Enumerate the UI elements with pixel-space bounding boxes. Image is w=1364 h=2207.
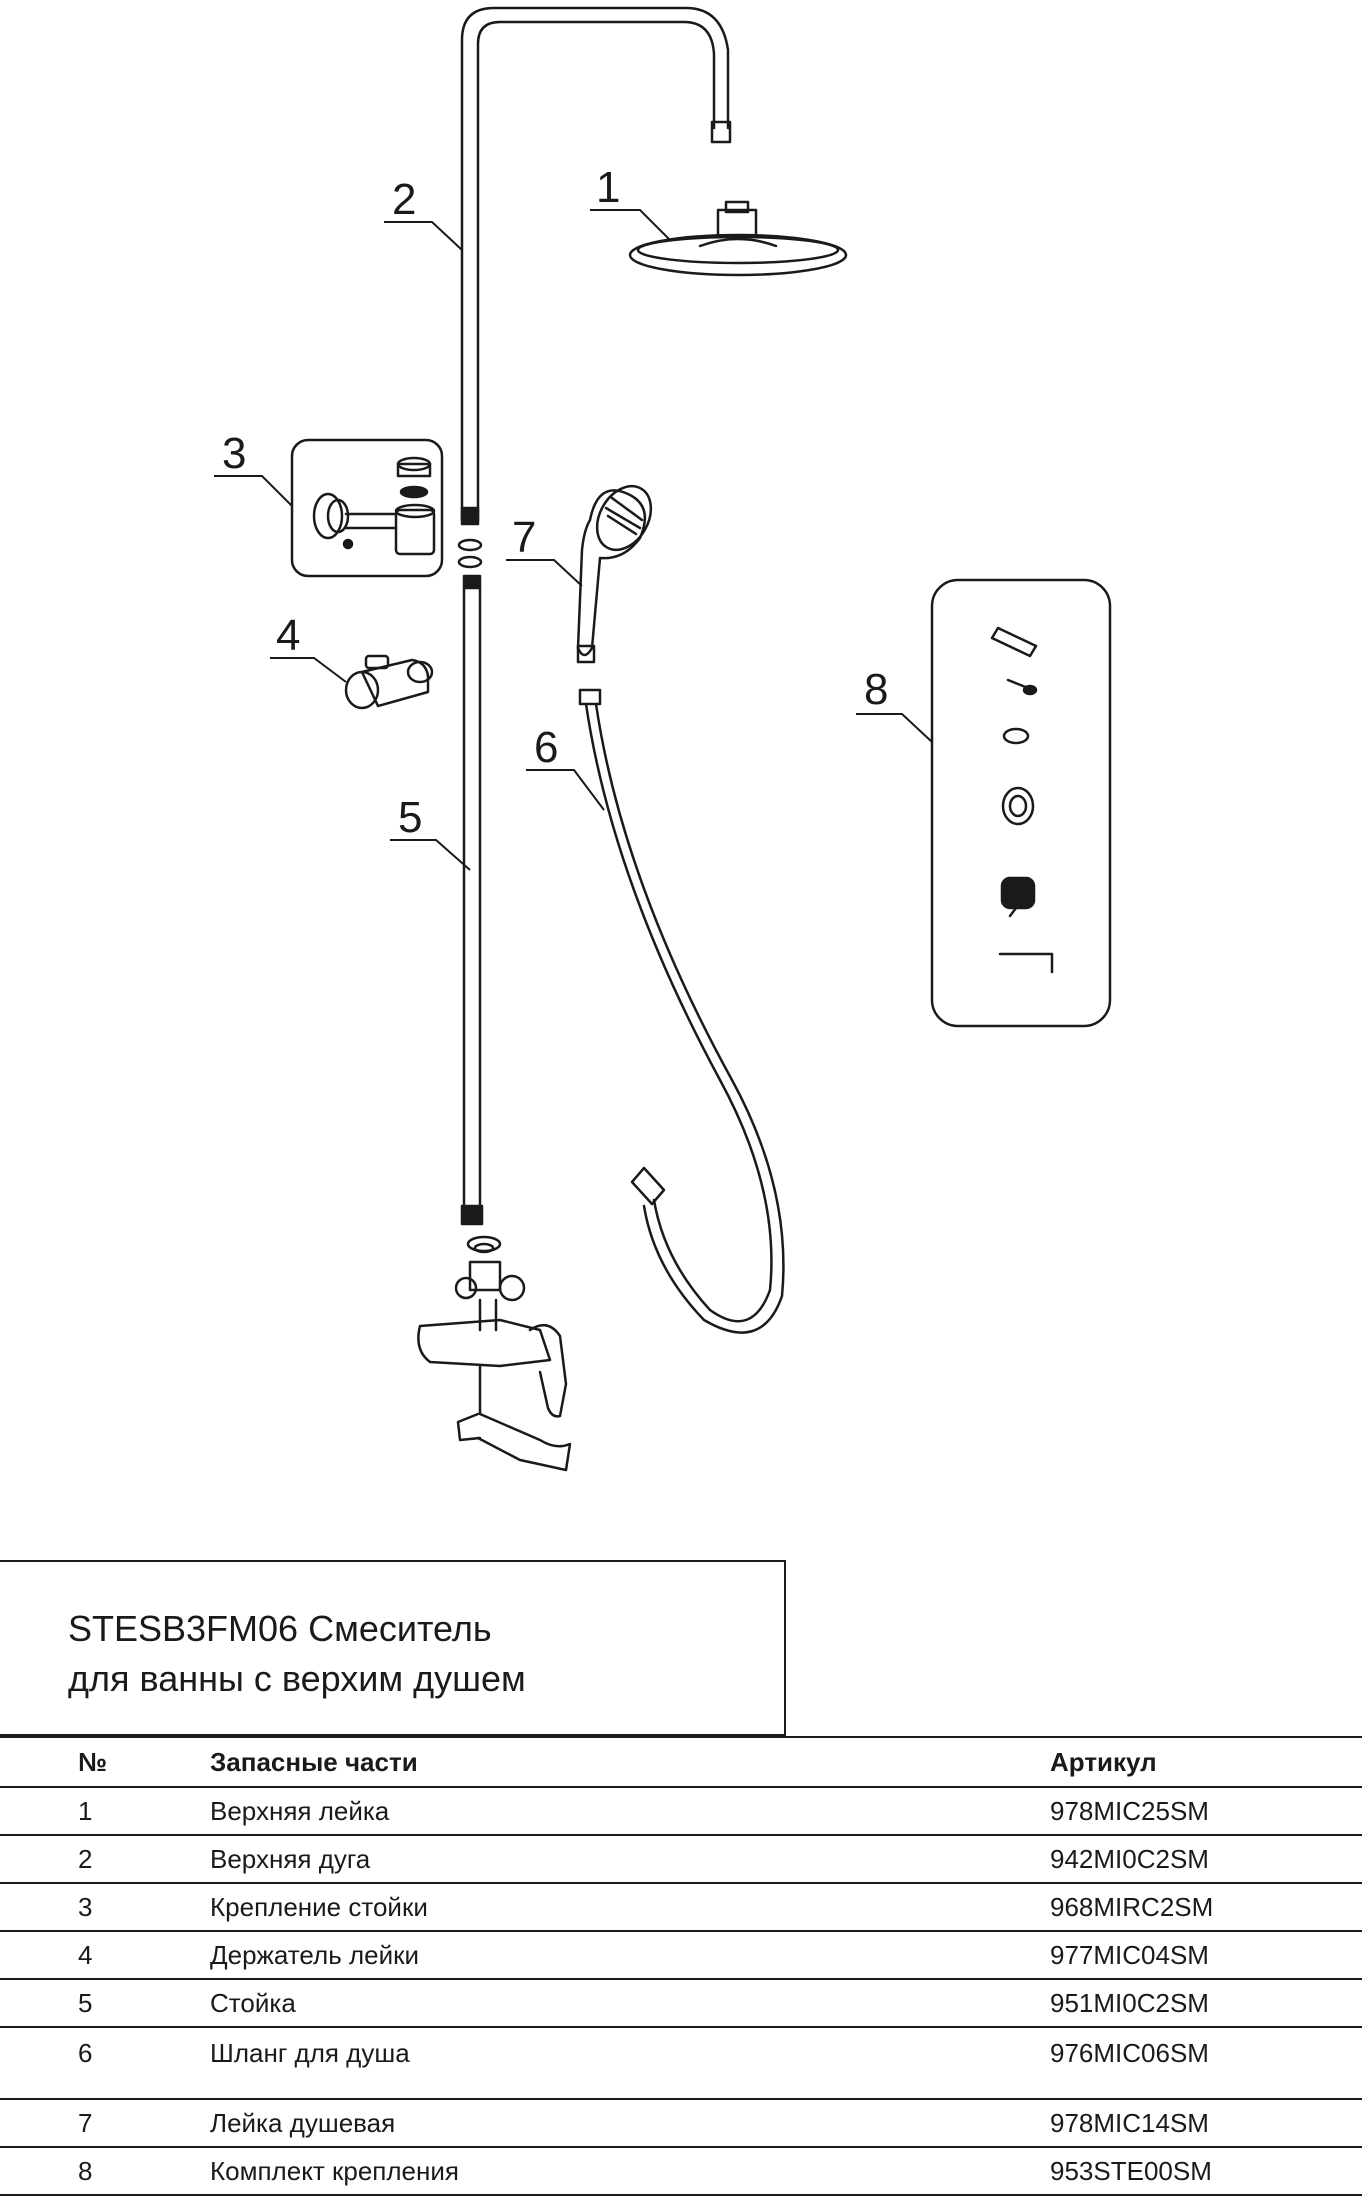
row-article: 977MIC04SM	[1048, 1930, 1362, 1980]
upper-arc-pipe	[460, 6, 732, 526]
row-article: 976MIC06SM	[1048, 2026, 1362, 2100]
overhead-shower-head	[628, 200, 848, 277]
table-row: 3 Крепление стойки 968MIRC2SM	[0, 1882, 1362, 1932]
product-title-line-1: STESB3FM06 Смеситель	[68, 1608, 492, 1649]
row-part-name: Верхняя лейка	[150, 1786, 1048, 1836]
shower-hose	[578, 688, 785, 1334]
table-row: 2 Верхняя дуга 942MI0C2SM	[0, 1834, 1362, 1884]
header-number: №	[0, 1736, 150, 1788]
row-part-name: Крепление стойки	[150, 1882, 1048, 1932]
row-article: 942MI0C2SM	[1048, 1834, 1362, 1884]
row-number: 7	[0, 2098, 150, 2148]
table-row: 6 Шланг для душа 976MIC06SM	[0, 2026, 1362, 2100]
spare-parts-table: № Запасные части Артикул 1 Верхняя лейка…	[0, 1736, 1362, 2196]
table-row: 8 Комплект крепления 953STE00SM	[0, 2146, 1362, 2196]
leader-8	[856, 713, 933, 743]
leader-6	[526, 769, 605, 811]
row-article: 978MIC14SM	[1048, 2098, 1362, 2148]
leader-5	[390, 839, 471, 871]
pipe-seal-rings	[457, 538, 483, 569]
bath-mixer-body	[417, 1235, 572, 1472]
row-number: 2	[0, 1834, 150, 1884]
title-box: STESB3FM06 Смеситель для ванны с верхим …	[0, 1560, 786, 1736]
callout-3: 3	[222, 429, 246, 478]
row-number: 1	[0, 1786, 150, 1836]
row-number: 3	[0, 1882, 150, 1932]
callout-6: 6	[534, 723, 558, 772]
callout-4: 4	[276, 611, 300, 660]
callout-2: 2	[392, 175, 416, 224]
riser-mount-inset	[290, 438, 444, 578]
table-row: 7 Лейка душевая 978MIC14SM	[0, 2098, 1362, 2148]
row-part-name: Шланг для душа	[150, 2026, 1048, 2100]
row-number: 8	[0, 2146, 150, 2196]
leader-3	[214, 475, 293, 507]
mounting-kit-inset	[930, 578, 1112, 1028]
table-row: 1 Верхняя лейка 978MIC25SM	[0, 1786, 1362, 1836]
row-number: 5	[0, 1978, 150, 2028]
row-number: 4	[0, 1930, 150, 1980]
row-number: 6	[0, 2026, 150, 2100]
row-part-name: Лейка душевая	[150, 2098, 1048, 2148]
product-title: STESB3FM06 Смеситель для ванны с верхим …	[68, 1604, 526, 1704]
row-part-name: Стойка	[150, 1978, 1048, 2028]
callout-8: 8	[864, 665, 888, 714]
callout-1: 1	[596, 163, 620, 212]
leader-7	[506, 559, 583, 587]
table-header-row: № Запасные части Артикул	[0, 1736, 1362, 1788]
row-part-name: Верхняя дуга	[150, 1834, 1048, 1884]
table-row: 4 Держатель лейки 977MIC04SM	[0, 1930, 1362, 1980]
hand-shower	[576, 484, 653, 664]
row-article: 978MIC25SM	[1048, 1786, 1362, 1836]
hand-shower-holder	[344, 654, 434, 710]
leader-1	[590, 209, 671, 241]
row-part-name: Комплект крепления	[150, 2146, 1048, 2196]
leader-2	[384, 221, 463, 251]
callout-5: 5	[398, 793, 422, 842]
header-part-name: Запасные части	[150, 1736, 1048, 1788]
vertical-riser	[460, 574, 484, 1226]
leader-4	[270, 657, 347, 683]
row-article: 968MIRC2SM	[1048, 1882, 1362, 1932]
row-article: 953STE00SM	[1048, 2146, 1362, 2196]
row-article: 951MI0C2SM	[1048, 1978, 1362, 2028]
row-part-name: Держатель лейки	[150, 1930, 1048, 1980]
product-title-line-2: для ванны с верхим душем	[68, 1658, 526, 1699]
callout-7: 7	[512, 513, 536, 562]
table-row: 5 Стойка 951MI0C2SM	[0, 1978, 1362, 2028]
header-article: Артикул	[1048, 1736, 1362, 1788]
exploded-parts-diagram: 1 2 3 4 5 6 7 8	[214, 6, 1112, 1472]
